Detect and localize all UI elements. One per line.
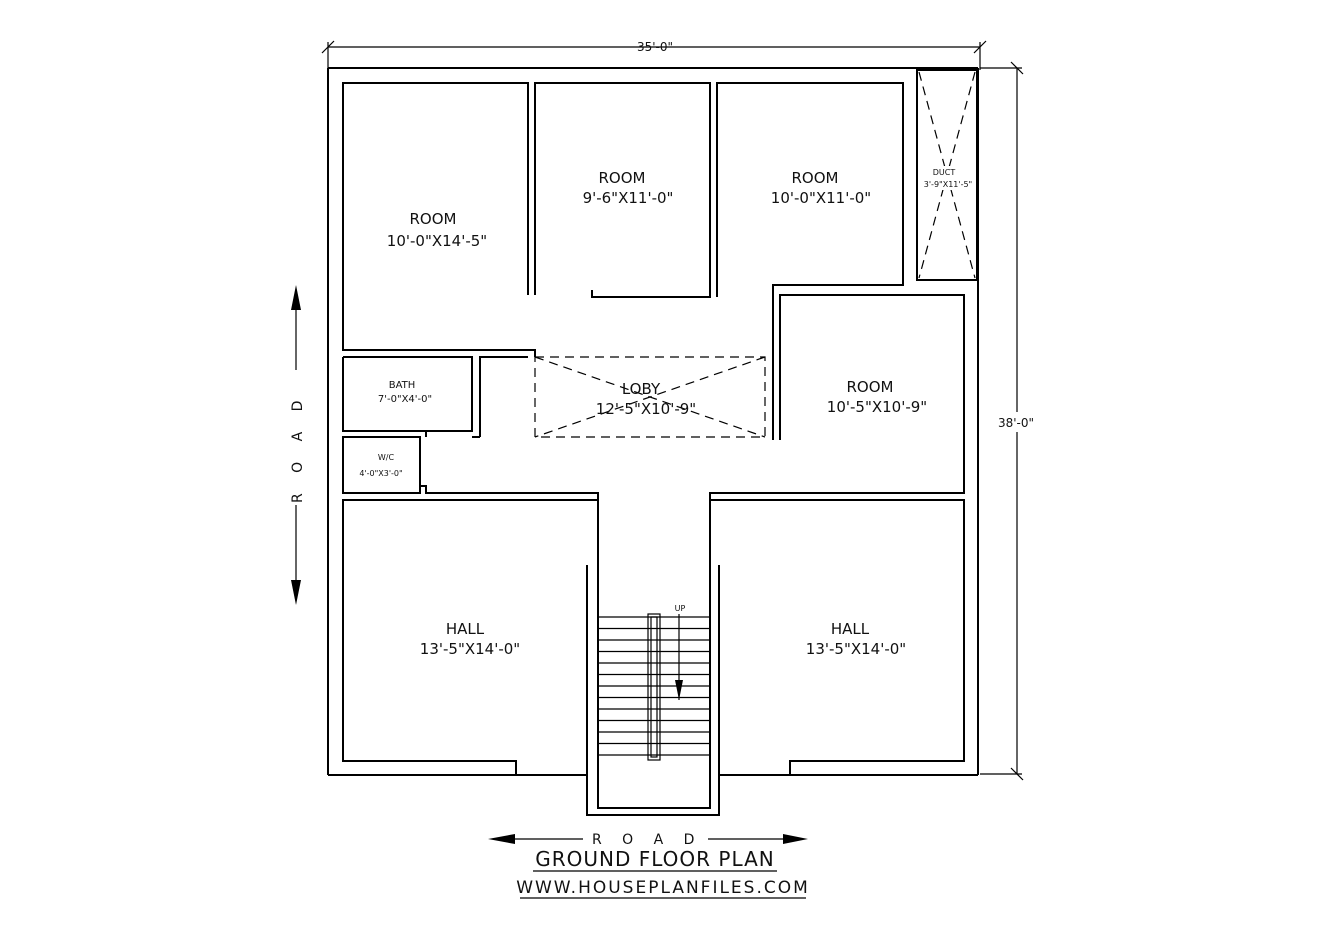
- stair-steps: [598, 616, 710, 756]
- hall-left: HALL 13'-5"X14'-0": [342, 499, 720, 816]
- arrow-left-icon: [488, 834, 515, 844]
- staircase: UP: [597, 565, 711, 809]
- room-1-size: 10'-0"X14'-5": [387, 232, 487, 250]
- room-2-size: 9'-6"X11'-0": [583, 189, 674, 207]
- bath: BATH 7'-0"X4'-0": [342, 356, 528, 438]
- road-left-label: R O A D: [290, 393, 306, 503]
- stair-down-arrow-icon: [675, 680, 683, 700]
- arrow-up-icon: [291, 285, 301, 310]
- hall-2-name: HALL: [831, 620, 870, 638]
- wc-name: W/C: [378, 453, 395, 462]
- room-top-left: ROOM 10'-0"X14'-5" ROOM 9'-6"X11'-0" ROO…: [342, 82, 904, 440]
- wc-size: 4'-0"X3'-0": [359, 469, 402, 478]
- bath-name: BATH: [389, 380, 416, 391]
- website-label: WWW.HOUSEPLANFILES.COM: [516, 878, 810, 898]
- hall-1-name: HALL: [446, 620, 485, 638]
- title-block: GROUND FLOOR PLAN WWW.HOUSEPLANFILES.COM: [516, 847, 810, 899]
- road-bottom-label: R O A D: [592, 832, 702, 848]
- hall-1-size: 13'-5"X14'-0": [420, 640, 520, 658]
- loby-name: LOBY: [622, 380, 661, 398]
- road-left: R O A D: [290, 285, 306, 605]
- arrow-right-icon: [783, 834, 808, 844]
- room-3-name: ROOM: [792, 169, 839, 187]
- loby: LOBY 12'-5"X10'-9": [534, 356, 766, 438]
- hall-2-size: 13'-5"X14'-0": [806, 640, 906, 658]
- outer-walls: [327, 67, 979, 776]
- room-4-name: ROOM: [847, 378, 894, 396]
- duct-name: DUCT: [933, 168, 956, 177]
- duct-size: 3'-9"X11'-5": [924, 180, 972, 189]
- height-dimension: 38'-0": [998, 416, 1034, 430]
- road-bottom: R O A D: [488, 832, 808, 848]
- room-4-size: 10'-5"X10'-9": [827, 398, 927, 416]
- room-right-middle: ROOM 10'-5"X10'-9": [709, 294, 965, 565]
- duct: DUCT 3'-9"X11'-5": [916, 69, 978, 281]
- loby-size: 12'-5"X10'-9": [596, 400, 696, 418]
- width-dimension: 35'-0": [637, 40, 673, 54]
- stair-up-label: UP: [675, 604, 686, 613]
- room-3-size: 10'-0"X11'-0": [771, 189, 871, 207]
- plan-title: GROUND FLOOR PLAN: [535, 847, 774, 871]
- room-1-name: ROOM: [410, 210, 457, 228]
- dimension-lines: 35'-0" 38'-0": [321, 40, 1040, 781]
- bath-size: 7'-0"X4'-0": [378, 394, 432, 405]
- arrow-down-icon: [291, 580, 301, 605]
- hall-right: HALL 13'-5"X14'-0": [709, 499, 965, 775]
- room-2-name: ROOM: [599, 169, 646, 187]
